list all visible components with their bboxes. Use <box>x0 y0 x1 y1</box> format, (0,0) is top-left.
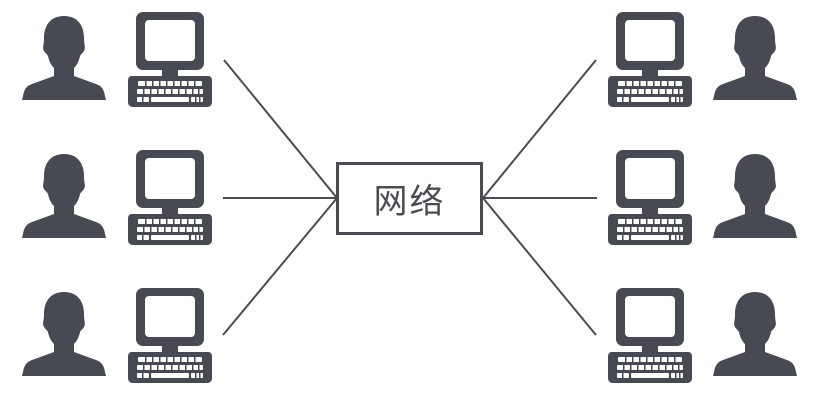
connection-left-top <box>223 59 338 199</box>
connection-left-bottom <box>222 197 338 336</box>
right-client-2 <box>608 150 797 245</box>
right-client-1 <box>608 12 797 107</box>
computer-icon <box>128 150 212 245</box>
left-client-3 <box>22 288 212 383</box>
person-icon <box>713 292 797 376</box>
left-client-2 <box>22 150 212 245</box>
person-icon <box>22 154 106 238</box>
network-label: 网络 <box>373 182 446 222</box>
person-icon <box>713 16 797 100</box>
computer-icon <box>608 150 692 245</box>
left-client-1 <box>22 12 212 107</box>
computer-icon <box>608 288 692 383</box>
right-client-3 <box>608 288 797 383</box>
connection-right-bottom <box>482 197 597 336</box>
person-icon <box>713 154 797 238</box>
computer-icon <box>608 12 692 107</box>
connection-right-top <box>482 59 597 199</box>
person-icon <box>22 16 106 100</box>
computer-icon <box>128 12 212 107</box>
computer-icon <box>128 288 212 383</box>
network-node: 网络 <box>336 162 483 235</box>
person-icon <box>22 292 106 376</box>
connection-lines <box>222 59 597 336</box>
